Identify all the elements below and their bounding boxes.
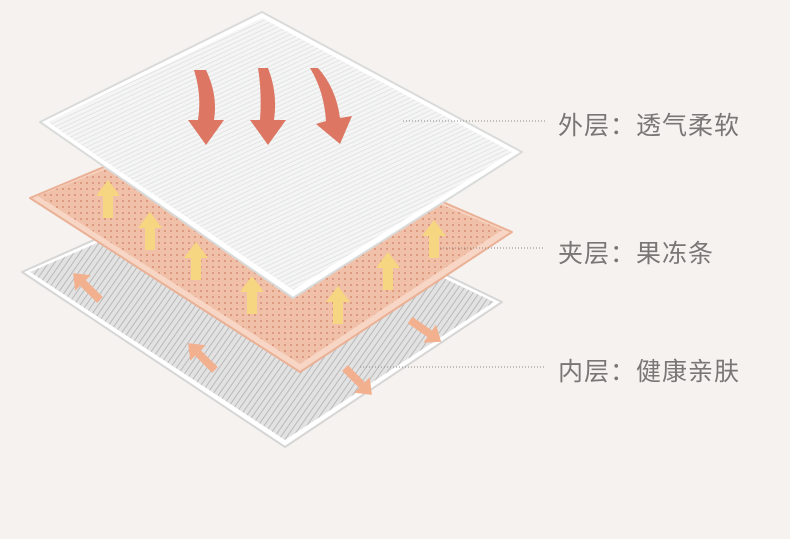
downward-arrows	[188, 68, 352, 145]
outward-arrows	[73, 273, 442, 395]
separator: ：	[610, 239, 637, 268]
arrow-icon	[73, 273, 103, 303]
middle-layer-label: 夹层：果冻条	[558, 234, 714, 270]
separator: ：	[610, 111, 637, 140]
arrow-icon	[422, 220, 446, 258]
arrow-icon	[240, 276, 264, 314]
inner-layer-label: 内层：健康亲肤	[558, 352, 740, 388]
arrow-icon	[310, 68, 352, 144]
layer-description: 透气柔软	[636, 111, 741, 140]
arrow-icon	[326, 286, 350, 324]
layer-name: 内层	[558, 357, 611, 386]
arrow-icon	[376, 252, 400, 290]
arrow-icon	[407, 316, 442, 343]
leader-lines	[360, 120, 545, 368]
arrow-icon	[188, 343, 218, 373]
arrow-icon	[188, 70, 224, 145]
layer-name: 外层	[558, 111, 611, 140]
separator: ：	[610, 357, 637, 386]
arrow-icon	[250, 68, 286, 145]
layer-name: 夹层	[558, 239, 611, 268]
arrow-icon	[184, 242, 208, 280]
layer-description: 果冻条	[636, 239, 715, 268]
upward-arrows	[96, 180, 446, 324]
outer-layer-label: 外层：透气柔软	[558, 106, 740, 142]
outer-layer	[39, 11, 523, 299]
layer-description: 健康亲肤	[636, 357, 741, 386]
arrow-icon	[96, 180, 120, 218]
arrow-icon	[342, 365, 372, 395]
arrow-icon	[138, 212, 162, 250]
